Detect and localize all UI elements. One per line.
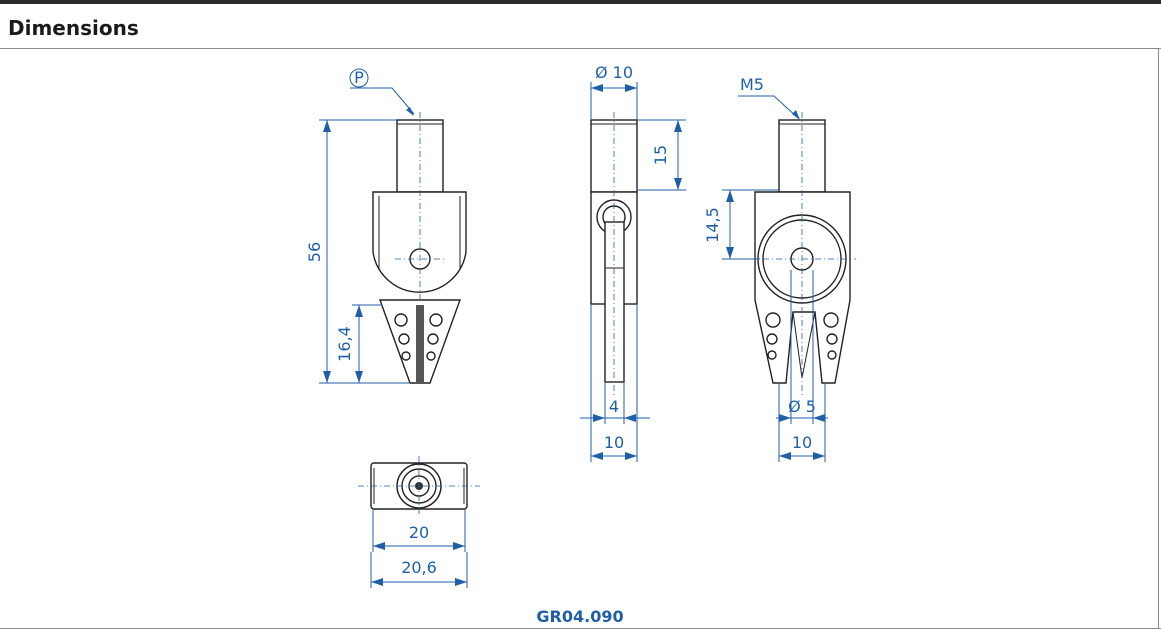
top-view: 20 20,6 [358,456,480,588]
dim-width: 10 [604,433,624,452]
p-symbol: P [354,68,364,87]
dim-overall-height: 56 [305,242,324,262]
section-title: Dimensions [8,16,139,40]
thread-label: M5 [740,75,764,94]
p-symbol-circle [349,68,369,88]
dim-diameter-top: Ø 10 [595,63,633,82]
dim-pivot-height: 14,5 [703,207,722,243]
dim-width: 10 [792,433,812,452]
side-view-right: M5 14,5 Ø 5 10 [703,75,856,462]
drawing-caption: GR04.090 [536,607,623,626]
top-border [0,0,1161,4]
title-divider [0,48,1161,49]
dim-length-outer: 20,6 [401,558,437,577]
side-view: P 56 16,4 [305,68,467,384]
right-border [1158,48,1159,628]
dim-jaw-width: 4 [609,397,619,416]
jaw-plate [604,221,625,383]
dim-bore-diameter: Ø 5 [788,397,816,416]
dim-shank-length: 15 [651,145,670,165]
jaw-serration [416,305,424,383]
gripper-body [372,191,467,293]
bottom-border [0,628,1161,629]
dim-jaw-length: 16,4 [335,326,354,362]
dim-length-inner: 20 [409,523,429,542]
front-view: Ø 10 15 4 10 [580,63,686,462]
